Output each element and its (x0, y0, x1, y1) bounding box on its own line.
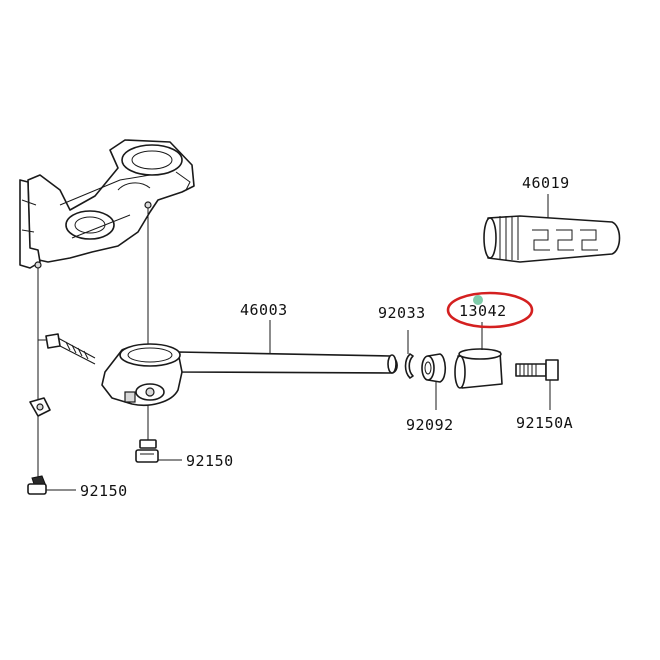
circlip-illustration (404, 353, 414, 379)
bar-end-weight-illustration (454, 348, 503, 389)
bolt-92150-illustration (135, 439, 159, 463)
handlebar-illustration (101, 343, 398, 406)
part-label-92092[interactable]: 92092 (406, 416, 454, 434)
grip-illustration (483, 194, 621, 263)
part-label-92150-left[interactable]: 92150 (80, 482, 128, 500)
part-label-46003[interactable]: 46003 (240, 301, 288, 319)
highlight-dot (473, 295, 483, 305)
part-label-92033[interactable]: 92033 (378, 304, 426, 322)
part-label-13042[interactable]: 13042 (459, 302, 507, 320)
top-clamp-illustration (19, 139, 195, 269)
pinch-bolt-illustration (38, 333, 96, 365)
left-bolts-illustration (27, 397, 51, 495)
collar-illustration (421, 353, 447, 383)
part-label-92150-center[interactable]: 92150 (186, 452, 234, 470)
part-label-92150a[interactable]: 92150A (516, 414, 573, 432)
bolt-92150a-illustration (515, 359, 559, 381)
part-label-46019[interactable]: 46019 (522, 174, 570, 192)
highlight-oval (446, 291, 534, 329)
